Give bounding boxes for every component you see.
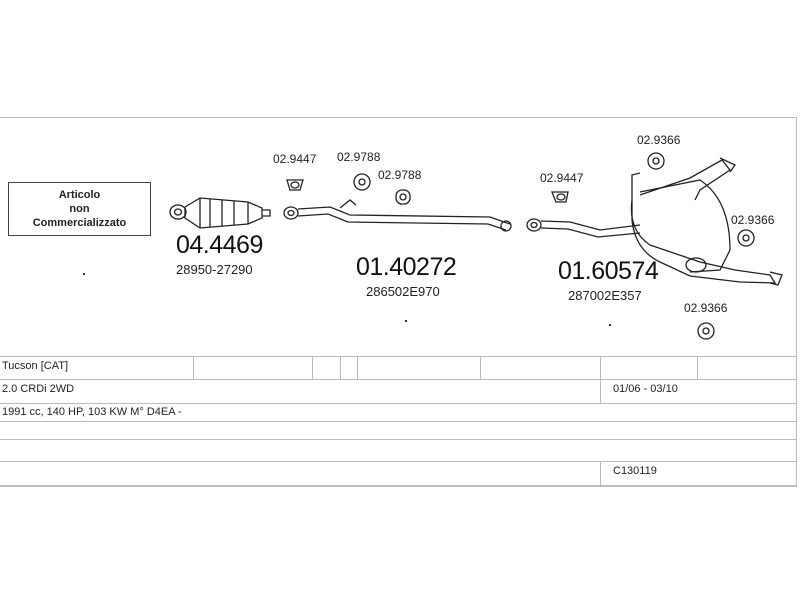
hanger-b-code[interactable]: 02.9788 <box>337 150 381 164</box>
hanger-a-code[interactable]: 02.9447 <box>273 152 317 166</box>
part-code-catalyst[interactable]: 04.4469 <box>176 231 263 259</box>
dot-marker <box>405 320 407 322</box>
column-divider <box>600 356 601 380</box>
row-model: Tucson [CAT] <box>0 356 797 380</box>
column-divider <box>600 380 601 404</box>
catalytic-converter-drawing <box>169 197 271 229</box>
row-empty <box>0 422 797 440</box>
row-engine: 2.0 CRDi 2WD 01/06 - 03/10 <box>0 380 797 404</box>
hanger-f-drawing <box>737 229 755 247</box>
hanger-g-drawing <box>697 322 715 340</box>
dot-marker <box>609 324 611 326</box>
intermediate-pipe-drawing <box>283 199 512 232</box>
part-code-intermediate[interactable]: 01.40272 <box>356 253 457 281</box>
hanger-b-drawing <box>353 173 371 191</box>
vehicle-model: Tucson [CAT] <box>2 360 69 372</box>
oem-number-rear-muffler: 287002E357 <box>568 288 642 303</box>
row-specs: 1991 cc, 140 HP, 103 KW M° D4EA - <box>0 404 797 422</box>
hanger-c-drawing <box>395 189 411 205</box>
column-divider <box>312 356 313 380</box>
column-divider <box>340 356 341 380</box>
oem-number-catalyst: 28950-27290 <box>176 262 253 277</box>
vehicle-engine: 2.0 CRDi 2WD <box>2 383 75 395</box>
dot-marker <box>83 273 85 275</box>
part-code-rear-muffler[interactable]: 01.60574 <box>558 257 659 285</box>
oem-number-intermediate: 286502E970 <box>366 284 440 299</box>
vehicle-period: 01/06 - 03/10 <box>613 383 678 395</box>
diagram-frame <box>0 117 797 487</box>
column-divider <box>357 356 358 380</box>
column-divider <box>480 356 481 380</box>
notice-line-3: Commercializzato <box>32 217 127 229</box>
hanger-d-code[interactable]: 02.9447 <box>540 171 584 185</box>
hanger-f-code[interactable]: 02.9366 <box>731 213 775 227</box>
row-empty <box>0 440 797 462</box>
hanger-g-code[interactable]: 02.9366 <box>684 301 728 315</box>
column-divider <box>600 462 601 486</box>
hanger-e-code[interactable]: 02.9366 <box>637 133 681 147</box>
catalog-code: C130119 <box>613 465 657 477</box>
hanger-e-drawing <box>647 152 665 170</box>
hanger-c-code[interactable]: 02.9788 <box>378 168 422 182</box>
hanger-a-drawing <box>286 179 304 191</box>
column-divider <box>193 356 194 380</box>
hanger-d-drawing <box>551 191 569 203</box>
not-available-notice: Articolo non Commercializzato <box>8 182 151 236</box>
rear-muffler-drawing <box>526 157 783 286</box>
notice-line-2: non <box>69 203 90 215</box>
row-catalog: C130119 <box>0 462 797 486</box>
vehicle-specs: 1991 cc, 140 HP, 103 KW M° D4EA - <box>2 406 182 418</box>
exhaust-diagram <box>169 152 783 340</box>
notice-line-1: Articolo <box>58 189 101 201</box>
column-divider <box>697 356 698 380</box>
